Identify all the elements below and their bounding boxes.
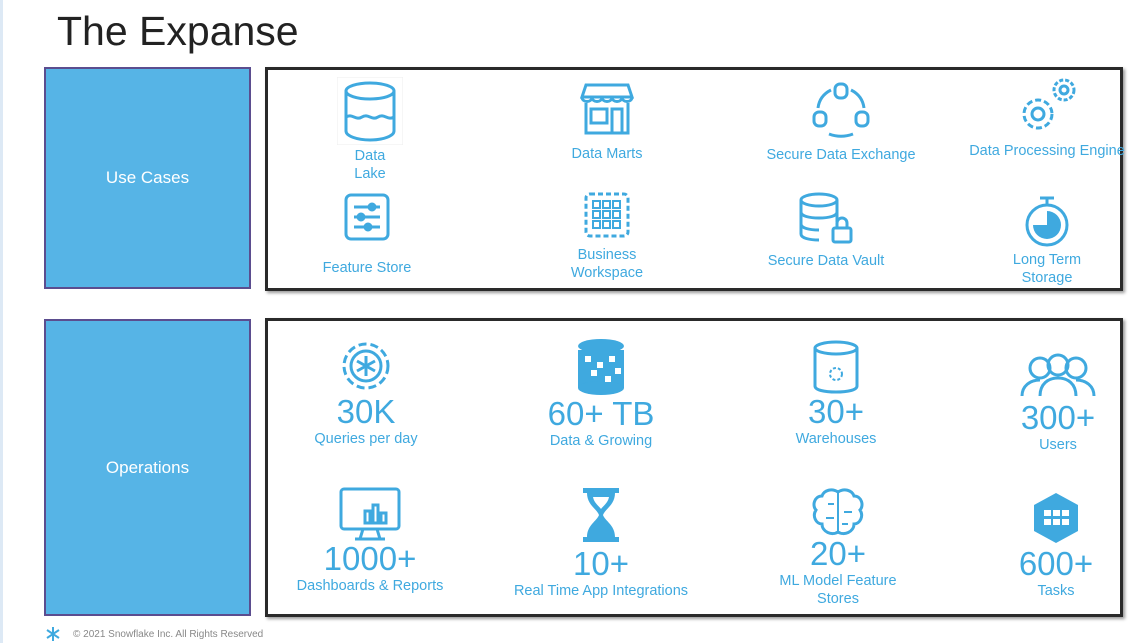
hex-grid-icon xyxy=(1034,493,1078,543)
operations-panel: Operations xyxy=(44,319,251,616)
operations-label: Operations xyxy=(105,457,190,477)
operations-frame xyxy=(265,318,1123,617)
use-case-secure-data-exchange: Secure Data Exchange xyxy=(731,82,951,164)
hourglass-icon xyxy=(583,488,619,542)
stopwatch-icon xyxy=(1025,196,1069,247)
metric-queries: 30K Queries per day xyxy=(256,338,476,448)
use-case-feature-store: Feature Store xyxy=(257,193,477,277)
sliders-icon xyxy=(344,193,390,241)
warehouse-cylinder-icon xyxy=(813,340,859,394)
snowflake-logo-icon xyxy=(46,627,60,641)
storefront-icon xyxy=(580,83,634,135)
users-icon xyxy=(1020,353,1096,397)
use-case-long-term-storage: Long Term Storage xyxy=(987,195,1107,287)
use-cases-panel: Use Cases xyxy=(44,67,251,289)
use-case-secure-data-vault: Secure Data Vault xyxy=(716,192,936,270)
metric-integrations: 10+ Real Time App Integrations xyxy=(491,488,711,600)
grid-icon xyxy=(584,192,630,238)
use-case-data-lake: Data Lake xyxy=(310,77,430,183)
gears-icon xyxy=(1022,78,1076,130)
data-exchange-icon xyxy=(812,82,870,138)
slide-edge xyxy=(0,0,3,643)
footer: © 2021 Snowflake Inc. All Rights Reserve… xyxy=(45,626,263,642)
metric-users: 300+ Users xyxy=(948,350,1141,454)
use-case-data-marts: Data Marts xyxy=(497,83,717,163)
use-cases-frame xyxy=(265,67,1123,291)
page-title: The Expanse xyxy=(57,8,299,54)
brain-circuit-icon xyxy=(812,488,864,536)
metric-dashboards: 1000+ Dashboards & Reports xyxy=(260,487,480,595)
database-grid-icon xyxy=(578,339,624,395)
database-lock-icon xyxy=(799,192,853,244)
monitor-chart-icon xyxy=(339,487,401,541)
metric-warehouses: 30+ Warehouses xyxy=(726,340,946,448)
use-case-business-workspace: Business Workspace xyxy=(547,192,667,282)
use-cases-label: Use Cases xyxy=(105,168,190,187)
metric-data: 60+ TB Data & Growing xyxy=(491,338,711,450)
use-case-data-processing-engine: Data Processing Engine xyxy=(937,76,1141,160)
snowflake-gear-icon xyxy=(342,342,390,390)
metric-tasks: 600+ Tasks xyxy=(946,492,1141,600)
metric-ml-models: 20+ ML Model Feature Stores xyxy=(768,488,908,608)
copyright-text: © 2021 Snowflake Inc. All Rights Reserve… xyxy=(73,628,264,640)
data-lake-icon xyxy=(337,77,403,145)
